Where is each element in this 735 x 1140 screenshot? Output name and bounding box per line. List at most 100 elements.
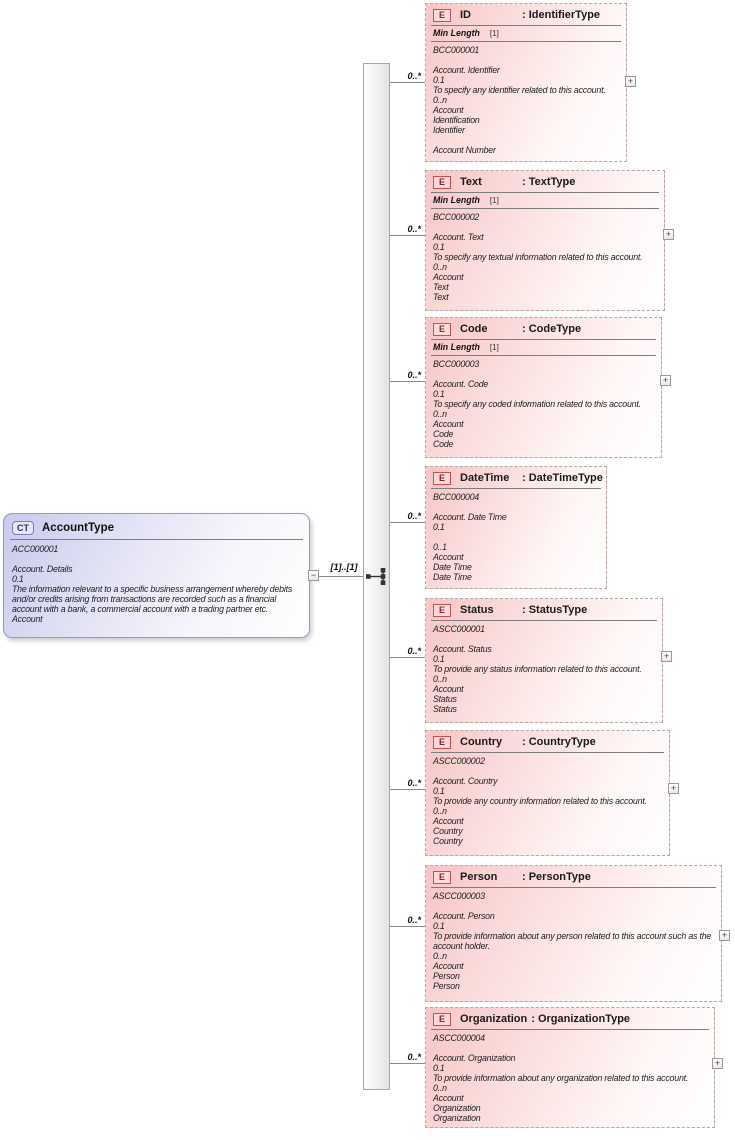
facet-separator	[431, 41, 621, 42]
connector-line	[310, 576, 363, 577]
facet-row: Min Length [1]	[426, 193, 664, 208]
header-separator	[10, 539, 303, 540]
element-name: Person	[460, 871, 498, 883]
element-annotation: BCC000002 Account. Text 0.1 To specify a…	[433, 212, 643, 302]
element-icon: E	[433, 175, 451, 189]
element-name: Country	[460, 736, 503, 748]
connector-line	[390, 82, 425, 83]
element-type: : StatusType	[522, 604, 588, 616]
expand-icon[interactable]: +	[719, 930, 730, 941]
element-type: : IdentifierType	[522, 9, 601, 21]
element-icon: E	[433, 870, 451, 884]
complex-type-header: CT AccountType	[4, 514, 309, 539]
element-header: E Text : TextType	[426, 171, 664, 192]
cardinality-label: 0..*	[407, 370, 421, 380]
connector-line	[390, 381, 425, 382]
facet-value: [1]	[489, 343, 499, 352]
element-name: Text	[460, 176, 482, 188]
element-name: Organization	[460, 1013, 528, 1025]
facet-name: Min Length	[433, 342, 480, 352]
facet-name: Min Length	[433, 28, 480, 38]
connector-line	[390, 926, 425, 927]
header-separator	[431, 887, 716, 888]
element-annotation: ASCC000003 Account. Person 0.1 To provid…	[433, 891, 712, 991]
element-type: : PersonType	[522, 871, 591, 883]
header-separator	[431, 488, 601, 489]
collapse-icon[interactable]: −	[308, 570, 319, 581]
cardinality-label: [1]..[1]	[330, 562, 358, 572]
expand-icon[interactable]: +	[625, 76, 636, 87]
cardinality-label: 0..*	[407, 511, 421, 521]
header-separator	[431, 192, 659, 193]
facet-name: Min Length	[433, 195, 480, 205]
element-header: E Person : PersonType	[426, 866, 721, 887]
header-separator	[431, 752, 664, 753]
cardinality-label: 0..*	[407, 915, 421, 925]
cardinality-label: 0..*	[407, 778, 421, 788]
element-annotation: BCC000003 Account. Code 0.1 To specify a…	[433, 359, 641, 449]
element-text-box[interactable]: E Text : TextType Min Length [1] BCC0000…	[425, 170, 665, 311]
element-annotation: ASCC000002 Account. Country 0.1 To provi…	[433, 756, 647, 846]
element-annotation: ASCC000001 Account. Status 0.1 To provid…	[433, 624, 642, 714]
element-icon: E	[433, 1012, 451, 1026]
element-type: : DateTimeType	[522, 472, 603, 484]
connector-line	[390, 522, 425, 523]
facet-value: [1]	[489, 196, 499, 205]
element-icon: E	[433, 603, 451, 617]
element-icon: E	[433, 471, 451, 485]
element-annotation: BCC000004 Account. Date Time 0.1 0..1 Ac…	[433, 492, 507, 582]
connector-line	[390, 789, 425, 790]
sequence-icon	[366, 568, 386, 585]
element-header: E Status : StatusType	[426, 599, 662, 620]
element-name: Code	[460, 323, 488, 335]
expand-icon[interactable]: +	[668, 783, 679, 794]
element-name: DateTime	[460, 472, 510, 484]
element-annotation: BCC000001 Account. Identifier 0.1 To spe…	[433, 45, 606, 155]
facet-value: [1]	[489, 29, 499, 38]
element-icon: E	[433, 8, 451, 22]
element-person-box[interactable]: E Person : PersonType ASCC000003 Account…	[425, 865, 722, 1002]
element-name: Status	[460, 604, 494, 616]
header-separator	[431, 1029, 709, 1030]
expand-icon[interactable]: +	[660, 375, 671, 386]
element-header: E Country : CountryType	[426, 731, 669, 752]
element-status-box[interactable]: E Status : StatusType ASCC000001 Account…	[425, 598, 663, 723]
element-type: : TextType	[522, 176, 576, 188]
expand-icon[interactable]: +	[661, 651, 672, 662]
element-name: ID	[460, 9, 471, 21]
expand-icon[interactable]: +	[712, 1058, 723, 1069]
facet-separator	[431, 355, 656, 356]
element-id-box[interactable]: E ID : IdentifierType Min Length [1] BCC…	[425, 3, 627, 162]
element-type: : CodeType	[522, 323, 582, 335]
header-separator	[431, 25, 621, 26]
expand-icon[interactable]: +	[663, 229, 674, 240]
cardinality-label: 0..*	[407, 224, 421, 234]
element-annotation: ASCC000004 Account. Organization 0.1 To …	[433, 1033, 689, 1123]
cardinality-label: 0..*	[407, 646, 421, 656]
element-header: E Code : CodeType	[426, 318, 661, 339]
cardinality-label: 0..*	[407, 71, 421, 81]
facet-separator	[431, 208, 659, 209]
complex-type-icon: CT	[12, 520, 34, 535]
element-country-box[interactable]: E Country : CountryType ASCC000002 Accou…	[425, 730, 670, 856]
facet-row: Min Length [1]	[426, 26, 626, 41]
cardinality-label: 0..*	[407, 1052, 421, 1062]
complex-type-accounttype-box[interactable]: CT AccountType ACC000001 Account. Detail…	[3, 513, 310, 638]
complex-type-name: AccountType	[42, 521, 114, 534]
element-datetime-box[interactable]: E DateTime : DateTimeType BCC000004 Acco…	[425, 466, 607, 589]
header-separator	[431, 339, 656, 340]
element-organization-box[interactable]: E Organization : OrganizationType ASCC00…	[425, 1007, 715, 1128]
element-header: E Organization : OrganizationType	[426, 1008, 714, 1029]
header-separator	[431, 620, 657, 621]
connector-line	[390, 235, 425, 236]
facet-row: Min Length [1]	[426, 340, 661, 355]
element-type: : OrganizationType	[531, 1013, 631, 1025]
element-icon: E	[433, 735, 451, 749]
element-code-box[interactable]: E Code : CodeType Min Length [1] BCC0000…	[425, 317, 662, 458]
element-icon: E	[433, 322, 451, 336]
connector-line	[390, 1063, 425, 1064]
complex-type-annotation: ACC000001 Account. Details 0.1 The infor…	[12, 544, 293, 624]
element-header: E ID : IdentifierType	[426, 4, 626, 25]
connector-line	[390, 657, 425, 658]
